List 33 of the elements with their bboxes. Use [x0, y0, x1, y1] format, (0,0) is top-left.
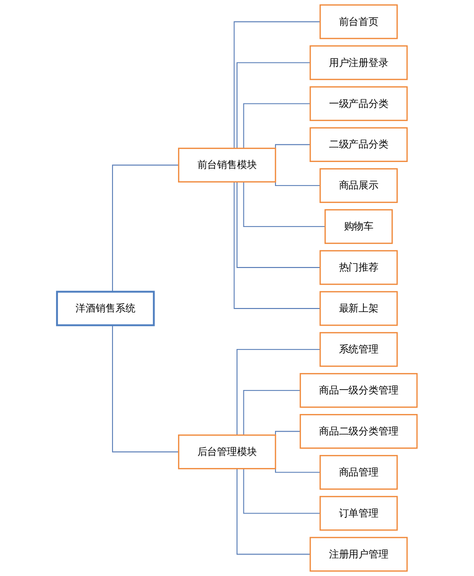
node-box: 后台管理模块 [178, 434, 276, 470]
node-box: 订单管理 [320, 496, 398, 531]
node-box: 前台首页 [320, 4, 398, 40]
node-box: 最新上架 [320, 291, 398, 326]
connector [243, 390, 301, 436]
connector [112, 324, 180, 452]
node-box: 二级产品分类 [310, 127, 408, 162]
connector [234, 21, 321, 149]
node-box: 商品二级分类管理 [300, 414, 418, 449]
connector [243, 468, 321, 514]
node-box: 系统管理 [320, 332, 398, 367]
node-box: 注册用户管理 [310, 536, 408, 572]
node-box: 用户注册登录 [310, 45, 408, 80]
connector [236, 468, 311, 555]
connector [236, 62, 311, 149]
node-box: 一级产品分类 [310, 86, 408, 122]
node-box: 洋酒销售系统 [56, 290, 155, 326]
node-box: 商品展示 [320, 168, 398, 203]
node-box: 前台销售模块 [178, 148, 276, 182]
connector [112, 164, 180, 292]
node-box: 购物车 [324, 209, 393, 244]
connector [275, 430, 301, 436]
node-box: 商品管理 [320, 454, 398, 490]
connector [275, 144, 311, 150]
connector [275, 180, 321, 186]
connector [275, 468, 321, 473]
connector [236, 348, 321, 436]
connector [243, 181, 326, 228]
connector [236, 181, 321, 268]
connector [234, 181, 321, 309]
connector [243, 103, 311, 149]
node-box: 热门推荐 [320, 250, 398, 285]
node-box: 商品一级分类管理 [300, 373, 418, 408]
